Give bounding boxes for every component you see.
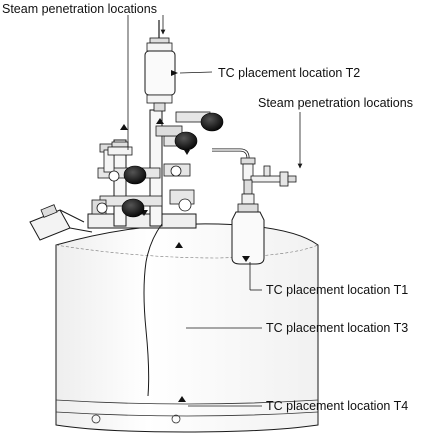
leader-t2 (179, 71, 213, 74)
handwheel-2 (123, 165, 147, 185)
valve-marker-3 (120, 124, 128, 130)
handwheel-3 (174, 131, 198, 151)
left-filter (107, 141, 133, 156)
valve-marker-4 (156, 118, 164, 124)
valve-marker-2 (184, 150, 190, 155)
marker-t3-top (175, 242, 183, 248)
label-steam-penetration-top: Steam penetration locations (2, 2, 157, 16)
handwheel-4 (200, 112, 224, 132)
side-nozzle (29, 204, 93, 241)
piping-to-bottle (212, 148, 297, 205)
label-tc-t2: TC placement location T2 (218, 66, 361, 80)
filter-housing-t2 (144, 20, 178, 112)
handwheels (96, 112, 224, 218)
thermocouple-cable (143, 223, 186, 402)
marker-t1 (242, 256, 250, 262)
marker-t4 (178, 396, 186, 402)
sample-bottle-t1 (231, 203, 265, 265)
marker-t2 (171, 70, 178, 76)
tank-foot-hole-left (91, 414, 101, 424)
handwheel-1 (121, 198, 145, 218)
label-tc-t1: TC placement location T1 (266, 283, 409, 297)
tank-foot-hole-right (171, 414, 181, 424)
label-tc-t4: TC placement location T4 (266, 399, 409, 413)
label-tc-t3: TC placement location T3 (266, 321, 409, 335)
label-steam-penetration-right: Steam penetration locations (258, 96, 413, 110)
leader-lines (127, 15, 303, 407)
